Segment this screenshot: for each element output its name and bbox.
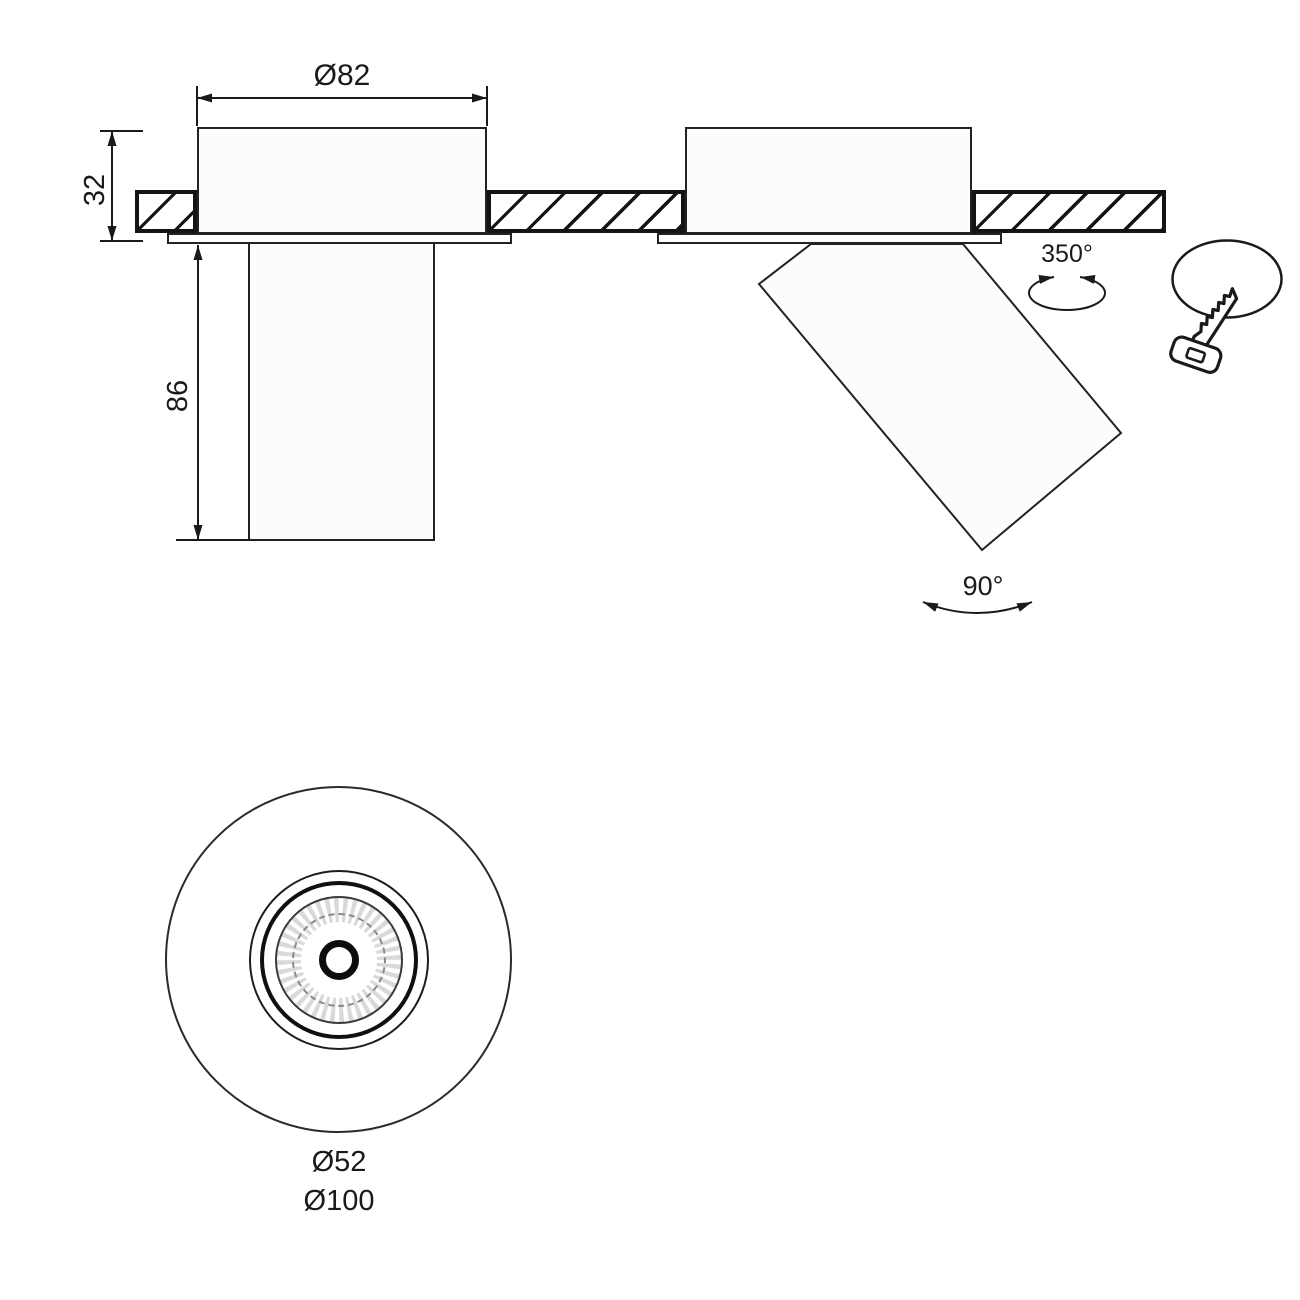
recessed-housing-straight — [197, 127, 487, 234]
tilt-angle-label: 90° — [962, 571, 1004, 601]
trim-flange-left — [167, 233, 512, 244]
trim-flange-right — [657, 233, 1002, 244]
front-view-inner-ring — [260, 881, 418, 1039]
tilt-arc-arrow — [922, 601, 1033, 614]
dim-label-recess-depth: 32 — [79, 173, 111, 207]
dim-label-width: Ø82 — [313, 59, 371, 92]
rotation-ellipse-arrow — [1028, 274, 1106, 311]
swivel-angle-label: 350° — [1041, 240, 1093, 268]
ceiling-hatch-left — [135, 190, 197, 233]
front-view-led-ring — [319, 940, 359, 980]
dim-label-outer-diameter: Ø100 — [303, 1185, 375, 1217]
saw-icon — [1169, 287, 1239, 374]
ceiling-hatch-middle — [487, 190, 685, 233]
dim-label-inner-diameter: Ø52 — [311, 1146, 367, 1178]
cylinder-body-straight — [248, 244, 435, 541]
ceiling-hatch-right — [972, 190, 1166, 233]
cutout-ellipse — [1171, 239, 1283, 319]
front-view-bezel-ring — [249, 870, 429, 1050]
dim-label-body-height: 86 — [162, 379, 194, 413]
front-view-dashed-circle — [292, 913, 386, 1007]
